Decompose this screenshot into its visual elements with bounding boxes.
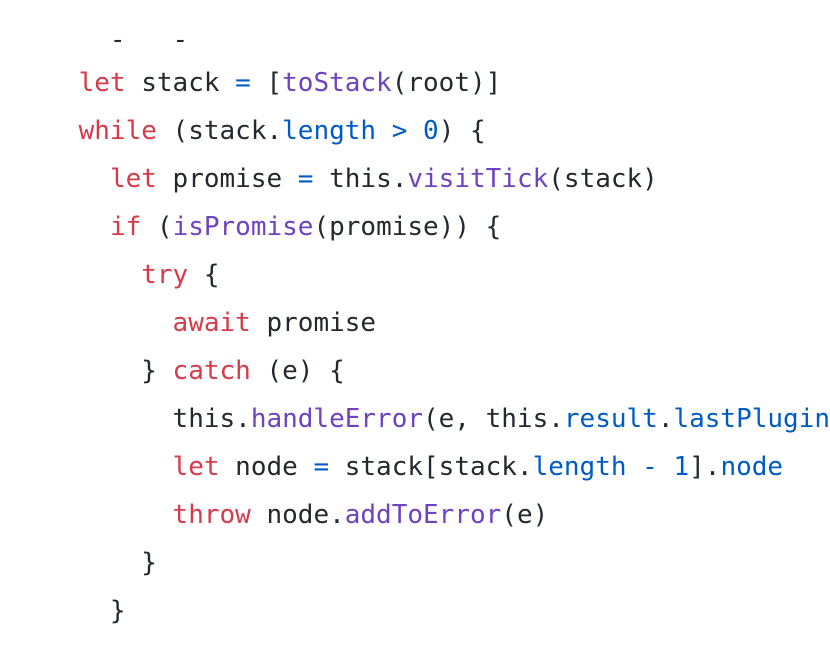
- code-token: let: [109, 164, 157, 194]
- code-line-9: let node = stack[stack.length - 1].node: [16, 395, 784, 482]
- code-token: catch: [172, 356, 251, 386]
- code-token: stack: [125, 68, 236, 98]
- code-token: try: [141, 260, 189, 290]
- code-token: 1: [673, 452, 690, 482]
- code-token: throw: [172, 500, 251, 530]
- code-token: (stack): [548, 164, 658, 194]
- code-token: (: [141, 212, 173, 242]
- code-token: promise: [250, 308, 377, 338]
- code-token: =: [297, 164, 314, 194]
- code-token: }: [78, 548, 157, 578]
- code-token: handleError: [250, 404, 423, 434]
- code-token: -: [642, 452, 658, 482]
- code-token: ) {: [438, 116, 486, 146]
- code-token: (root)]: [391, 68, 502, 98]
- code-line-6: await promise: [16, 251, 377, 338]
- code-token: this.: [78, 404, 251, 434]
- code-token: promise: [156, 164, 298, 194]
- code-token: length: [532, 452, 627, 482]
- code-token: (promise)) {: [313, 212, 502, 242]
- code-line-4: if (isPromise(promise)) {: [16, 155, 501, 242]
- code-token: let: [172, 452, 220, 482]
- code-token: isPromise: [172, 212, 314, 242]
- code-token: {: [188, 260, 220, 290]
- code-token: toStack: [282, 68, 392, 98]
- code-token: node: [219, 452, 314, 482]
- code-token: }: [78, 356, 173, 386]
- code-token: result: [563, 404, 658, 434]
- code-token: [: [250, 68, 283, 98]
- code-token: [658, 452, 674, 482]
- code-token: (e, this.: [423, 404, 564, 434]
- code-line-7: } catch (e) {: [16, 299, 345, 386]
- code-token: =: [313, 452, 330, 482]
- code-token: stack[stack.: [329, 452, 533, 482]
- code-token: node.: [250, 500, 345, 530]
- code-token: this.: [313, 164, 408, 194]
- code-token: - -: [78, 25, 189, 55]
- code-line-12: }: [16, 539, 126, 626]
- code-line-11: }: [16, 491, 157, 578]
- code-token: length: [282, 116, 377, 146]
- code-line-8: this.handleError(e, this.result.lastPlug…: [16, 347, 830, 434]
- code-token: (e): [501, 500, 549, 530]
- code-token: =: [235, 68, 251, 98]
- code-token: }: [78, 596, 126, 626]
- code-token: visitTick: [407, 164, 549, 194]
- code-line-0: - -: [16, 0, 188, 55]
- code-token: while: [78, 116, 157, 146]
- code-line-5: try {: [16, 203, 219, 290]
- code-token: let: [78, 68, 126, 98]
- code-token: }: [79, 644, 95, 646]
- code-line-13: }: [16, 587, 95, 646]
- code-token: >: [391, 116, 408, 146]
- code-token: node: [720, 452, 784, 482]
- code-line-10: throw node.addToError(e): [16, 443, 549, 530]
- code-token: lastPlugin: [673, 404, 830, 434]
- code-token: await: [172, 308, 251, 338]
- code-token: addToError: [344, 500, 502, 530]
- code-token: 0: [423, 116, 439, 146]
- code-token: ].: [689, 452, 721, 482]
- code-line-2: while (stack.length > 0) {: [16, 59, 486, 146]
- code-token: [627, 452, 643, 482]
- code-token: (e) {: [250, 356, 345, 386]
- code-token: .: [657, 404, 674, 434]
- code-line-3: let promise = this.visitTick(stack): [16, 107, 658, 194]
- code-token: if: [109, 212, 142, 242]
- code-token: (stack.: [156, 116, 283, 146]
- code-line-1: let stack = [toStack(root)]: [16, 11, 502, 98]
